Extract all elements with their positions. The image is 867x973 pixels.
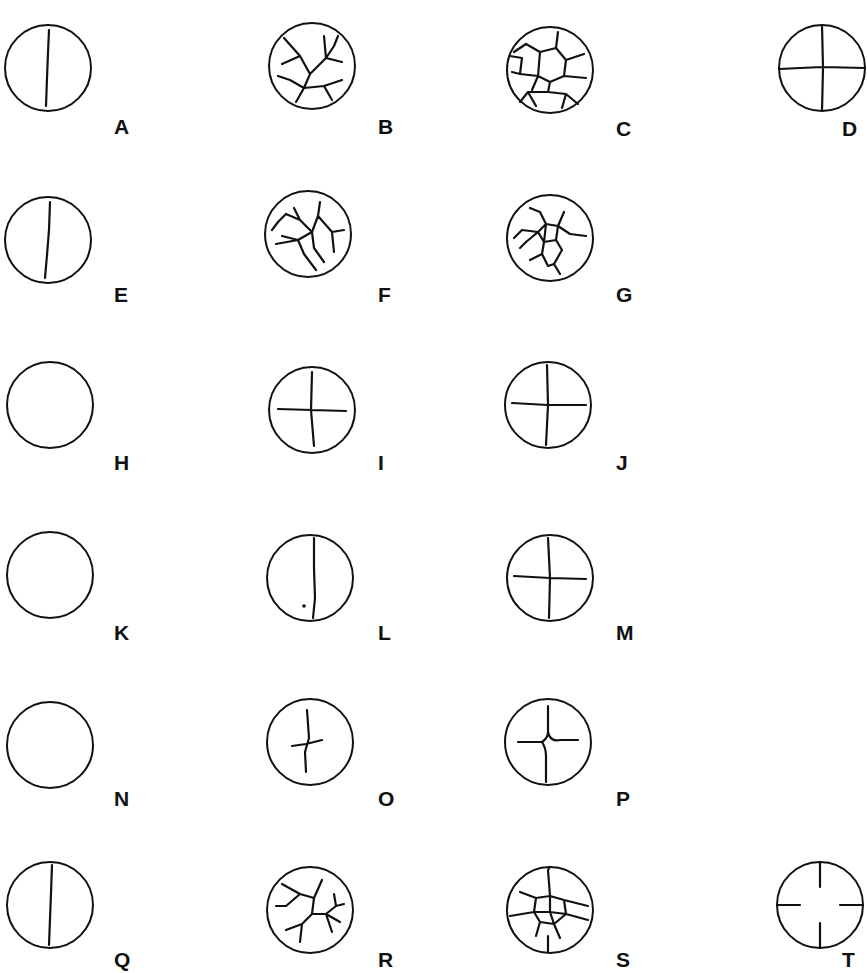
panel-letter: Q xyxy=(114,949,130,970)
specimen-circle xyxy=(269,23,355,109)
panel-letter: I xyxy=(378,452,384,473)
specimen-circle xyxy=(507,535,593,621)
panel-letter: N xyxy=(114,788,129,809)
panel-letter: R xyxy=(378,949,393,970)
specimen-circle xyxy=(507,195,593,281)
panel-letter: P xyxy=(616,788,630,809)
specimen-circle xyxy=(5,25,91,111)
specimen-circle xyxy=(507,27,593,113)
specimen-circle xyxy=(505,362,591,448)
specimen-circle xyxy=(779,25,865,111)
panel-letter: B xyxy=(378,116,393,137)
specimen-circle xyxy=(267,699,353,785)
specimen-circle xyxy=(267,535,353,621)
specimen-circle xyxy=(5,197,91,283)
specimen-circle xyxy=(7,862,93,948)
panel-letter: A xyxy=(114,116,129,137)
panel-letter: S xyxy=(616,949,630,970)
specimen-circle xyxy=(269,367,355,453)
panel-letter: L xyxy=(378,622,391,643)
panel-letter: D xyxy=(842,118,857,139)
panel-letter: T xyxy=(842,949,855,970)
panel-letter: G xyxy=(616,284,632,305)
specimen-circle xyxy=(265,191,351,277)
specimen-circle xyxy=(505,699,591,785)
panel-letter: C xyxy=(616,118,631,139)
specimen-circle xyxy=(507,867,593,953)
panel-letter: J xyxy=(616,452,628,473)
panel-letter: O xyxy=(378,788,394,809)
specimen-circle xyxy=(7,532,93,618)
panel-letter: H xyxy=(114,452,129,473)
panel-letter: F xyxy=(378,284,391,305)
specimen-circle xyxy=(777,862,863,948)
specimen-circle xyxy=(7,362,93,448)
panel-letter: M xyxy=(616,622,634,643)
panel-letter: E xyxy=(114,284,128,305)
panel-letter: K xyxy=(114,622,129,643)
specimen-circle xyxy=(7,702,93,788)
specimen-circle xyxy=(267,867,353,953)
